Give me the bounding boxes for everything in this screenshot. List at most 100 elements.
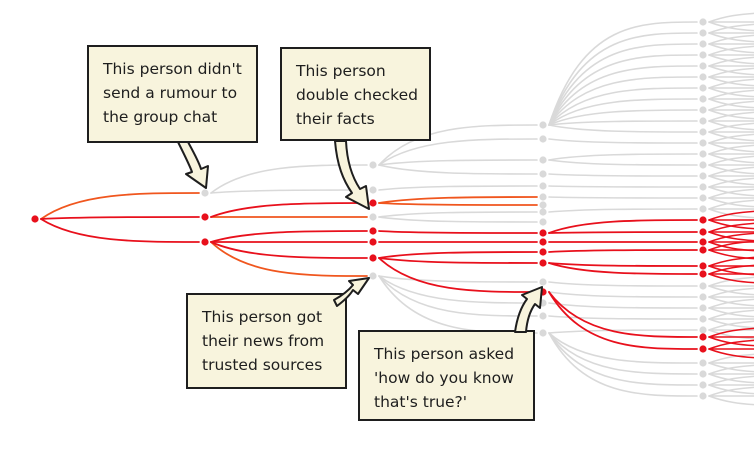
spread-edge <box>378 230 538 234</box>
person-node-spread <box>699 238 707 246</box>
spread-edge <box>548 332 698 375</box>
spread-edge <box>708 98 754 109</box>
spread-edge <box>708 177 754 188</box>
callout-line: send a rumour to <box>103 84 238 102</box>
person-node-spread <box>201 238 209 246</box>
spread-edge <box>708 348 754 359</box>
spread-edge <box>548 138 698 144</box>
spread-edge <box>378 202 538 206</box>
spread-edge <box>708 264 754 275</box>
person-node-not-reached <box>699 29 707 37</box>
callout-asked: This person asked 'how do you know that'… <box>358 330 535 421</box>
spread-edge <box>708 133 754 144</box>
spread-edge <box>708 12 754 23</box>
person-node-spread <box>369 227 377 235</box>
person-node-spread <box>369 199 377 207</box>
spread-edge <box>548 185 698 188</box>
spread-edge <box>548 219 698 234</box>
spread-edge <box>708 65 754 76</box>
callout-trusted-sources: This person got their news from trusted … <box>186 293 347 389</box>
person-node-not-reached <box>699 370 707 378</box>
spread-edge <box>548 302 698 309</box>
spread-edge <box>708 78 754 89</box>
spread-edge <box>378 138 538 166</box>
person-node-not-reached <box>539 201 547 209</box>
spread-edge <box>708 23 754 34</box>
spread-edge <box>378 211 538 218</box>
spread-edge <box>708 21 754 32</box>
person-node-not-reached <box>539 135 547 143</box>
spread-edge <box>378 275 538 283</box>
spread-edge <box>210 241 368 259</box>
spread-edge <box>548 231 698 234</box>
spread-edge <box>708 76 754 87</box>
person-node-not-reached <box>699 205 707 213</box>
person-node-not-reached <box>699 62 707 70</box>
spread-edge <box>378 164 538 175</box>
person-node-not-reached <box>699 150 707 158</box>
person-node-not-reached <box>539 208 547 216</box>
person-node-spread <box>699 228 707 236</box>
person-node-not-reached <box>539 278 547 286</box>
spread-edge <box>708 34 754 45</box>
callout-line: This person <box>296 62 386 80</box>
spread-edge <box>548 87 698 126</box>
spread-edge <box>378 185 538 191</box>
person-node-not-reached <box>699 381 707 389</box>
spread-edge <box>708 249 754 260</box>
person-node-spread <box>699 345 707 353</box>
spread-edge <box>708 395 754 406</box>
spread-edge <box>548 109 698 126</box>
spread-edge <box>548 65 698 126</box>
spread-edge <box>548 329 698 334</box>
spread-edge <box>708 164 754 175</box>
person-node-not-reached <box>369 213 377 221</box>
spread-edge <box>708 296 754 307</box>
person-node-not-reached <box>539 312 547 320</box>
person-node-spread <box>201 213 209 221</box>
person-node-spread <box>699 333 707 341</box>
person-node-spread <box>699 262 707 270</box>
spread-edge <box>708 144 754 155</box>
person-node-not-reached <box>699 326 707 334</box>
spread-edge <box>708 120 754 131</box>
person-node-not-reached <box>539 218 547 226</box>
spread-edge <box>548 124 698 133</box>
spread-edge <box>378 251 538 259</box>
callout-line: their facts <box>296 110 375 128</box>
person-node-not-reached <box>539 121 547 129</box>
spread-edge <box>708 364 754 375</box>
spread-edge <box>708 54 754 65</box>
spread-edge <box>378 196 538 204</box>
spread-edge <box>708 373 754 384</box>
spread-edge <box>708 307 754 318</box>
person-node-spread <box>699 216 707 224</box>
spread-edge <box>40 218 200 243</box>
spread-edge <box>708 188 754 199</box>
person-node-not-reached <box>539 299 547 307</box>
spread-edge <box>708 384 754 395</box>
callout-line: This person didn't <box>103 60 242 78</box>
spread-edge <box>708 100 754 111</box>
spread-edge <box>708 287 754 298</box>
spread-edge <box>548 21 698 126</box>
spread-edge <box>708 153 754 164</box>
person-node-not-reached <box>699 315 707 323</box>
person-node-spread <box>31 215 39 223</box>
person-node-not-reached <box>699 95 707 103</box>
callout-line: This person got <box>202 308 323 326</box>
spread-edge <box>708 232 754 243</box>
spread-edge <box>708 285 754 296</box>
spread-edge <box>378 257 538 264</box>
spread-edge <box>708 32 754 43</box>
person-node-not-reached <box>699 18 707 26</box>
spread-edge <box>708 265 754 276</box>
spread-edge <box>548 159 698 166</box>
person-node-not-reached <box>699 51 707 59</box>
person-node-not-reached <box>539 329 547 337</box>
person-node-not-reached <box>699 106 707 114</box>
person-node-spread <box>539 248 547 256</box>
person-node-not-reached <box>699 392 707 400</box>
callout-line: the group chat <box>103 108 218 126</box>
spread-edge <box>548 120 698 126</box>
